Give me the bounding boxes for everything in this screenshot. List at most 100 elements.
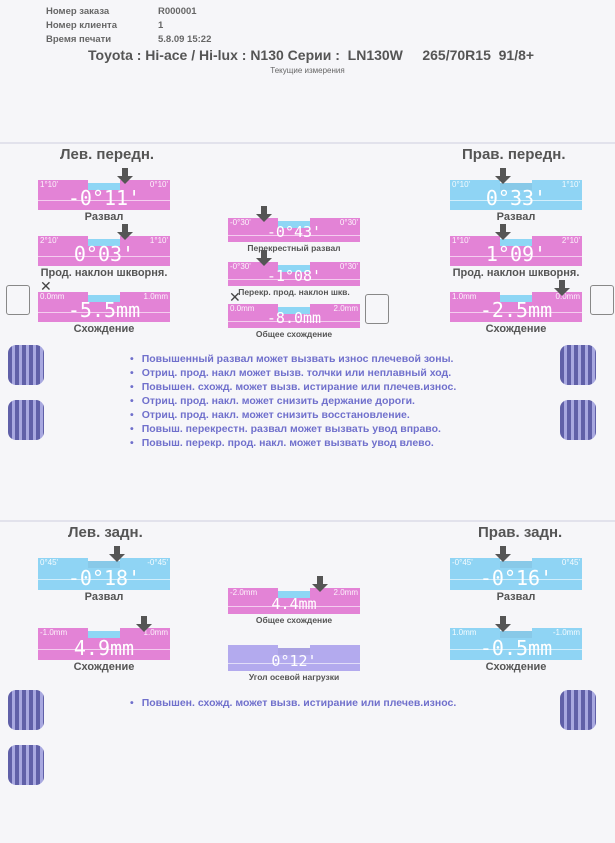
note: Отриц. прод. накл. может снизить держани…	[130, 394, 456, 408]
tire-wear-icon	[560, 400, 596, 440]
cross-caster-gauge: -0°30' 0°30' -1°08'	[228, 250, 360, 286]
lf-toe-label: Схождение	[73, 323, 135, 335]
gauge-body	[450, 190, 582, 210]
order-label: Номер заказа	[46, 6, 110, 17]
tire-wear-icon	[8, 400, 44, 440]
thrust-angle-gauge: 0°12'	[228, 645, 360, 671]
rr-toe-gauge: 1.0mm -1.0mm -0.5mm	[450, 616, 582, 660]
gauge-line	[38, 256, 170, 257]
gauge-body	[38, 302, 170, 322]
lr-camber-gauge: 0°45' -0°45' -0°18'	[38, 546, 170, 590]
measured-value: -0°11'	[67, 186, 141, 210]
gauge-range-left	[450, 292, 501, 303]
range-min: -0°45'	[452, 558, 473, 567]
gauge-body	[38, 638, 170, 660]
gauge-body	[228, 314, 360, 328]
note: Отриц. прод. накл. может снизить восстан…	[130, 408, 456, 422]
measured-value: 1°09'	[485, 242, 547, 266]
cross-camber-gauge: -0°30' 0°30' -0°43'	[228, 206, 360, 242]
rear-notes: Повышен. схожд. может вызв. истирание ил…	[130, 696, 457, 710]
not-applicable-mark: ✕	[40, 278, 52, 294]
total-toe-front-gauge-group: 0.0mm 2.0mm -8.0mm Общее схождение	[228, 304, 360, 344]
tire-wear-icon	[8, 745, 44, 785]
note: Повыш. перекр. прод. накл. может вызвать…	[130, 436, 456, 450]
tolerance-notch	[88, 239, 120, 247]
tolerance-notch	[278, 221, 310, 229]
gauge-range-right	[119, 628, 170, 639]
gauge-line	[228, 606, 360, 607]
tolerance-notch	[500, 239, 532, 247]
note: Отриц. прод. накл может вызв. толчки или…	[130, 366, 456, 380]
gauge-body	[38, 568, 170, 590]
gauge-body	[228, 598, 360, 614]
tire-wear-icon	[560, 690, 596, 730]
order-value: R000001	[158, 6, 197, 17]
rr-toe-label: Схождение	[485, 661, 547, 673]
rf-camber-gauge: 0°10' 1°10' 0°33'	[450, 168, 582, 210]
gauge-range-left	[228, 262, 279, 273]
gauge-line	[450, 200, 582, 201]
gauge-line	[38, 312, 170, 313]
tire-wear-icon	[8, 690, 44, 730]
gauge-line	[228, 321, 360, 322]
tolerance-notch	[278, 591, 310, 599]
gauge-line	[228, 235, 360, 236]
lr-toe-label: Схождение	[73, 661, 135, 673]
tolerance-notch	[278, 307, 310, 315]
tolerance-notch	[500, 561, 532, 569]
cross-caster-label: Перекр. прод. наклон шкв.	[238, 287, 350, 297]
gauge-line	[228, 663, 360, 664]
measured-value: 0°03'	[73, 242, 135, 266]
gauge-range-right	[309, 304, 360, 315]
note: Повышенный развал может вызвать износ пл…	[130, 352, 456, 366]
total-toe-front-gauge: 0.0mm 2.0mm -8.0mm	[228, 304, 360, 328]
right-front-title: Прав. передн.	[462, 146, 566, 163]
gauge-range-left	[228, 645, 279, 656]
range-max: 0°10'	[149, 180, 168, 189]
total-toe-front-label: Общее схождение	[255, 329, 333, 339]
divider	[0, 142, 615, 144]
tolerance-notch	[278, 265, 310, 273]
range-max: 2.0mm	[333, 588, 358, 597]
measured-value: -0°43'	[266, 223, 322, 241]
gauge-line	[38, 649, 170, 650]
gauge-range-right	[531, 180, 582, 191]
print-time-label: Время печати	[46, 34, 112, 45]
measured-value: -8.0mm	[266, 309, 322, 327]
range-max: 0°30'	[339, 262, 358, 271]
range-min: -0°30'	[230, 262, 251, 271]
right-rear-title: Прав. задн.	[478, 524, 563, 541]
measured-value: 4.4mm	[271, 595, 317, 613]
gauge-line	[38, 200, 170, 201]
gauge-range-right	[309, 588, 360, 599]
range-max: 2.0mm	[333, 304, 358, 313]
print-time-value: 5.8.09 15:22	[158, 34, 212, 45]
rr-camber-label: Развал	[496, 591, 536, 603]
range-max: 0°30'	[339, 218, 358, 227]
note: Повыш. перекрестн. развал может вызвать …	[130, 422, 456, 436]
range-min: 0°45'	[40, 558, 59, 567]
gauge-body	[228, 228, 360, 242]
lr-camber-gauge-group: 0°45' -0°45' -0°18' Развал	[38, 546, 170, 606]
range-max: -0°45'	[147, 558, 168, 567]
tolerance-notch	[88, 631, 120, 639]
gauge-body	[450, 302, 582, 322]
lf-camber-gauge-group: 1°10' 0°10' -0°11' Развал	[38, 168, 170, 226]
rr-camber-gauge-group: -0°45' 0°45' -0°16' Развал	[450, 546, 582, 606]
tolerance-notch	[88, 295, 120, 303]
gauge-body	[38, 190, 170, 210]
gauge-line	[450, 312, 582, 313]
lf-caster-label: Прод. наклон шкворня.	[40, 267, 168, 279]
left-front-title: Лев. передн.	[60, 146, 155, 163]
rf-toe-gauge: 1.0mm 0.0mm -2.5mm	[450, 280, 582, 322]
gauge-line	[450, 579, 582, 580]
gauge-line	[450, 649, 582, 650]
range-min: 2°10'	[40, 236, 59, 245]
not-applicable-mark: ✕	[229, 289, 241, 305]
rf-caster-gauge-group: 1°10' 2°10' 1°09' Прод. наклон шкворня.	[450, 224, 582, 282]
range-min: 0°10'	[452, 180, 471, 189]
measured-value: -0.5mm	[479, 636, 553, 660]
gauge-range-left	[228, 588, 279, 599]
measured-value: -2.5mm	[479, 298, 553, 322]
